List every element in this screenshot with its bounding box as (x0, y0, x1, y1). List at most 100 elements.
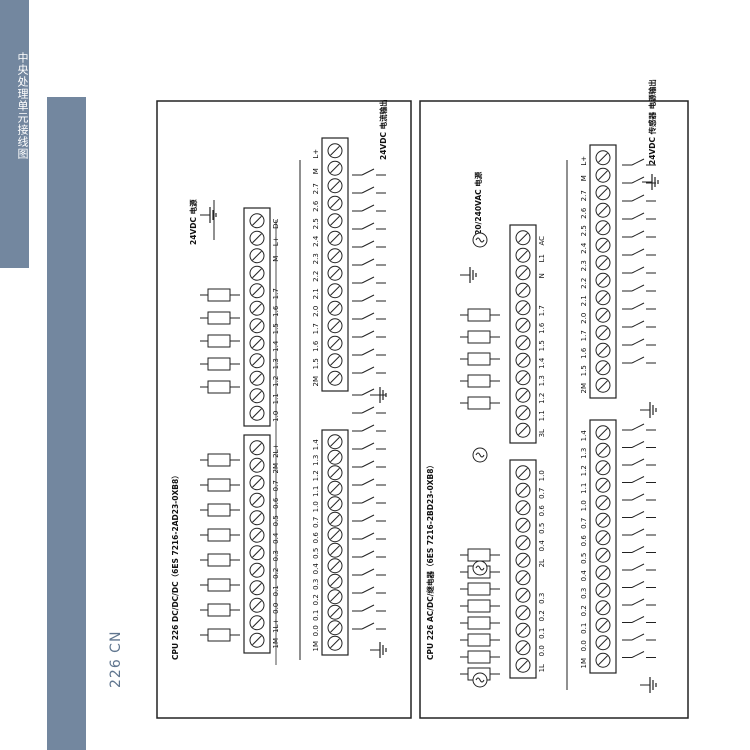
right-upper-block-1-terminal-screw (518, 485, 528, 496)
right-load-body (467, 599, 491, 613)
right-lower-block-1-terminal-screw (598, 637, 608, 648)
right-lower-block-1-label: 1.2 (580, 465, 588, 476)
right-lower-block-2-label: 2.4 (580, 242, 588, 254)
right-lower-block-2-terminal-screw (598, 187, 608, 198)
right-upper-block-1-label: 0.5 (538, 523, 546, 534)
right-input-switch-blade (631, 546, 645, 553)
left-upper-block-1-terminal-screw (252, 582, 262, 593)
left-lower-block-2-terminal-screw (330, 338, 340, 349)
right-ac-source-wave (475, 677, 485, 683)
right-lower-block-2-label: 2M (580, 383, 588, 394)
left-input-switch-blade (361, 586, 375, 594)
left-lower-block-2-label: 1.7 (312, 323, 320, 334)
left-input-switch-blade (361, 204, 375, 212)
right-ac-source-wave (475, 565, 485, 571)
left-load-body (207, 628, 231, 642)
left-diagram-title: CPU 226 DC/DC/DC（6ES 7216-2AD23-0XB8） (170, 471, 180, 660)
right-input-switch-blade (631, 528, 645, 536)
right-lower-block-2-label: 2.1 (580, 295, 588, 306)
left-load-body (207, 311, 231, 325)
left-upper-block-1-terminal-screw (252, 460, 262, 471)
right-upper-block-2-label: AC (538, 236, 546, 246)
left-load-body (207, 553, 231, 567)
left-upper-block-2-terminal-screw (252, 390, 262, 401)
left-lower-block-2-label: 2M (312, 376, 320, 387)
left-lower-block-2-terminal-screw (330, 180, 340, 191)
left-diagram-frame (156, 100, 412, 719)
right-upper-block-2-label: 1.3 (538, 375, 546, 386)
right-upper-block-1-label: 0.3 (538, 593, 546, 604)
left-input-switch-blade (361, 312, 375, 320)
left-input-switch-blade (361, 514, 375, 522)
right-input-switch-blade (631, 338, 645, 346)
left-lower-block-2-terminal-screw (330, 268, 340, 279)
right-lower-block-2-terminal-screw (598, 292, 608, 303)
left-input-switch-blade (361, 366, 375, 374)
right-ac-source-wave (475, 452, 485, 458)
left-lower-block-1-terminal-screw (330, 622, 340, 633)
left-load-body (207, 503, 231, 517)
right-input-switch-blade (631, 266, 645, 274)
right-lower-block-1-terminal-screw (598, 480, 608, 491)
left-input-switch-blade (361, 186, 375, 194)
sidebar-tab: 中央处理单元接线图 (0, 0, 29, 268)
left-lower-block-2-terminal-screw (330, 198, 340, 209)
left-upper-block-2-terminal-screw (252, 268, 262, 279)
left-upper-block-1-terminal-screw (252, 512, 262, 523)
right-load-body (467, 374, 491, 388)
left-input-switch-blade (361, 294, 375, 302)
right-lower-block-1-terminal-screw (598, 567, 608, 578)
right-upper-block-1-label: 1L (538, 664, 546, 672)
left-upper-block-1-terminal-screw (252, 565, 262, 576)
left-load-body (207, 334, 231, 348)
right-lower-block-2-terminal-screw (598, 327, 608, 338)
right-lower-block-1-label: 0.5 (580, 553, 588, 564)
left-lower-block-1-label: 1.3 (312, 455, 320, 466)
right-load-body (467, 308, 491, 322)
left-load-body (207, 578, 231, 592)
right-lower-block-1-label: 0.2 (580, 605, 588, 616)
left-sensor-label: 24VDC 电流输出 (378, 99, 388, 160)
right-upper-block-2-label: 3L (538, 429, 546, 437)
left-lower-block-2-terminal-screw (330, 250, 340, 261)
right-lower-block-2-label: 2.6 (580, 207, 588, 219)
right-input-switch-blade (631, 230, 645, 238)
left-lower-block-1-terminal-screw (330, 514, 340, 525)
right-upper-block-1-label: 0.7 (538, 488, 546, 499)
left-upper-block-1-terminal-screw (252, 617, 262, 628)
left-upper-block-1-terminal-screw (252, 635, 262, 646)
sidebar-panel (47, 97, 86, 750)
right-upper-block-2-label: N (538, 273, 546, 278)
left-lower-block-2-label: 2.3 (312, 253, 320, 264)
right-load-body (467, 396, 491, 410)
left-lower-block-1-label: 1M (312, 641, 320, 652)
left-load-body (207, 288, 231, 302)
right-lower-block-2-label: 1.5 (580, 365, 588, 376)
left-lower-block-2-label: 2.0 (312, 306, 320, 317)
left-upper-block-2-terminal-screw (252, 373, 262, 384)
right-load-body (467, 616, 491, 630)
right-lower-block-2-terminal-screw (598, 310, 608, 321)
left-lower-block-1-terminal-screw (330, 498, 340, 509)
left-lower-block-1-terminal-screw (330, 591, 340, 602)
right-lower-block-2-terminal-screw (598, 240, 608, 251)
right-lower-block-2-label: 1.7 (580, 330, 588, 341)
left-lower-block-1-label: 0.1 (312, 610, 320, 621)
left-lower-block-2-terminal-screw (330, 355, 340, 366)
left-lower-block-2-label: 1.5 (312, 358, 320, 369)
left-input-switch-blade (361, 460, 375, 468)
right-lower-block-1-terminal-screw (598, 655, 608, 666)
left-lower-block-2-block (321, 137, 349, 392)
right-input-switch-blade (631, 633, 645, 641)
right-input-switch-blade (631, 616, 645, 623)
right-input-switch-blade (631, 158, 645, 166)
left-lower-block-1-label: 0.2 (312, 594, 320, 605)
right-upper-block-2-terminal-screw (518, 267, 528, 278)
left-lower-block-2-terminal-screw (330, 233, 340, 244)
left-load-body (207, 453, 231, 467)
left-lower-block-2-label: 2.1 (312, 288, 320, 299)
sidebar-title: 中央处理单元接线图 (16, 52, 29, 160)
right-load-body (467, 548, 491, 562)
right-upper-block-1-label: 0.2 (538, 610, 546, 621)
